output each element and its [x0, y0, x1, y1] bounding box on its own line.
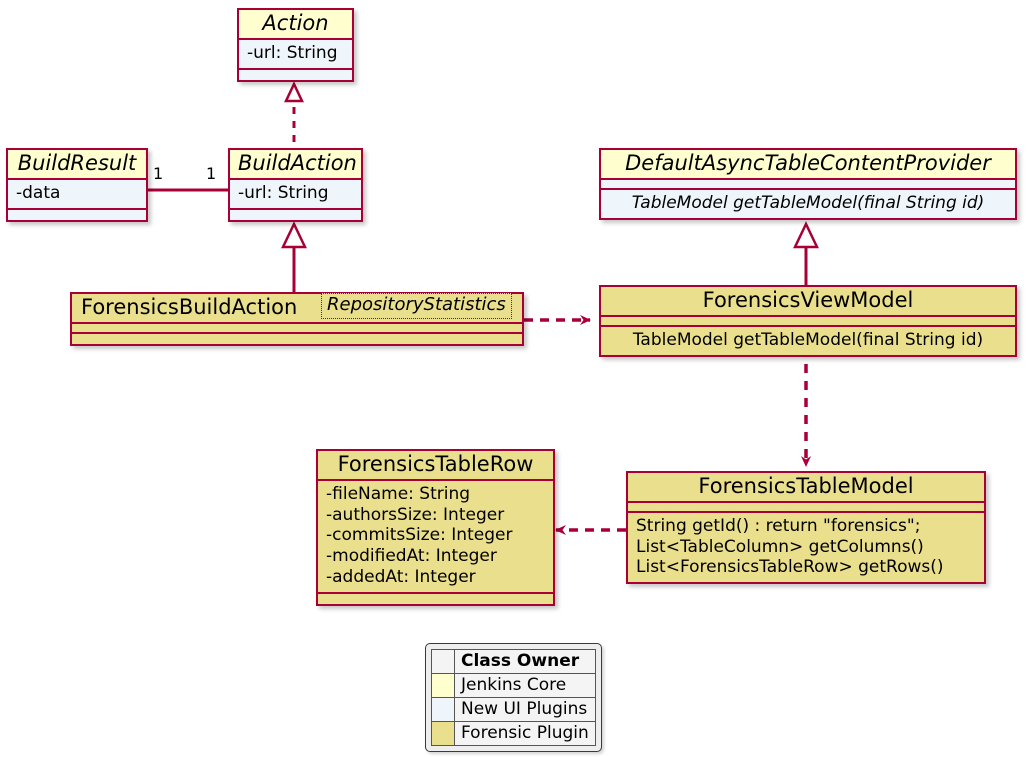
class-name-action: Action	[239, 10, 352, 40]
legend-label-jenkins-core: Jenkins Core	[454, 673, 596, 699]
legend-row-forensic-plugin: Forensic Plugin	[431, 721, 596, 747]
legend-swatch-jenkins-core	[431, 673, 455, 699]
legend-row-jenkins-core: Jenkins Core	[431, 673, 596, 699]
class-empty-compartment-fba-2	[72, 334, 522, 344]
class-box-forensicstablemodel[interactable]: ForensicsTableModel String getId() : ret…	[626, 471, 986, 585]
class-empty-compartment-provider	[601, 180, 1015, 190]
class-box-buildresult[interactable]: BuildResult -data	[6, 148, 148, 222]
class-empty-compartment-buildaction	[230, 209, 361, 220]
member-filename: -fileName: String	[326, 484, 471, 504]
class-name-forensicstablerow: ForensicsTableRow	[318, 451, 553, 481]
legend-label-new-ui-plugins: New UI Plugins	[454, 697, 596, 723]
stereotype-repositorystatistics: RepositoryStatistics	[321, 293, 512, 319]
class-members-buildaction: -url: String	[230, 180, 361, 210]
legend-box: Class Owner Jenkins Core New UI Plugins …	[425, 643, 602, 753]
method-getcolumns: List<TableColumn> getColumns()	[636, 536, 924, 557]
member-modifiedat: -modifiedAt: Integer	[326, 546, 497, 567]
member-authorssize: -authorsSize: Integer	[326, 504, 505, 525]
class-members-forensicstablerow: -fileName: String -authorsSize: Integer …	[318, 481, 553, 594]
legend-label-forensic-plugin: Forensic Plugin	[454, 721, 596, 747]
class-name-defaultasynctablecontentprovider: DefaultAsyncTableContentProvider	[601, 150, 1015, 180]
method-gettablemodel: TableModel getTableModel(final String id…	[631, 193, 985, 213]
class-name-buildresult: BuildResult	[8, 150, 146, 180]
class-box-action[interactable]: Action -url: String	[237, 8, 354, 82]
member-url: -url: String	[247, 43, 338, 63]
class-name-forensicstablemodel: ForensicsTableModel	[628, 473, 984, 503]
class-members-action: -url: String	[239, 40, 352, 70]
legend-title: Class Owner	[454, 648, 596, 675]
class-members-buildresult: -data	[8, 180, 146, 210]
legend-row-new-ui-plugins: New UI Plugins	[431, 697, 596, 723]
class-empty-compartment-action	[239, 69, 352, 80]
legend-swatch-new-ui-plugins	[431, 697, 455, 723]
connector-forensicsviewmodel-extends-provider	[793, 221, 819, 285]
class-members-forensicstablemodel: String getId() : return "forensics"; Lis…	[628, 513, 984, 583]
method-getrows: List<ForensicsTableRow> getRows()	[636, 557, 944, 578]
class-empty-compartment-ftm	[628, 503, 984, 513]
class-box-forensicstablerow[interactable]: ForensicsTableRow -fileName: String -aut…	[316, 449, 555, 606]
class-name-forensicsviewmodel: ForensicsViewModel	[601, 287, 1015, 317]
class-box-forensicsviewmodel[interactable]: ForensicsViewModel TableModel getTableMo…	[599, 285, 1017, 357]
class-members-provider: TableModel getTableModel(final String id…	[601, 190, 1015, 218]
class-empty-compartment-buildresult	[8, 209, 146, 220]
legend-header-row: Class Owner	[431, 648, 596, 675]
member-addedat: -addedAt: Integer	[326, 566, 476, 587]
method-getid: String getId() : return "forensics";	[636, 516, 921, 536]
connector-forensicsbuildaction-extends-buildaction	[281, 221, 307, 292]
member-url: -url: String	[238, 183, 329, 203]
class-box-buildaction[interactable]: BuildAction -url: String	[228, 148, 363, 222]
class-empty-compartment-fba-1	[72, 324, 522, 334]
class-name-buildaction: BuildAction	[230, 150, 361, 180]
legend-swatch-header	[431, 648, 455, 675]
legend-table: Class Owner Jenkins Core New UI Plugins …	[431, 648, 596, 747]
connector-buildaction-realizes-action	[284, 81, 304, 142]
multiplicity-right: 1	[206, 164, 217, 183]
legend-swatch-forensic-plugin	[431, 721, 455, 747]
member-commitssize: -commitsSize: Integer	[326, 525, 513, 546]
class-empty-compartment-ftr	[318, 593, 553, 604]
multiplicity-left: 1	[153, 164, 164, 183]
class-members-forensicsviewmodel: TableModel getTableModel(final String id…	[601, 327, 1015, 355]
class-box-defaultasynctablecontentprovider[interactable]: DefaultAsyncTableContentProvider TableMo…	[599, 148, 1017, 220]
method-gettablemodel: TableModel getTableModel(final String id…	[632, 330, 984, 350]
member-data: -data	[16, 183, 61, 203]
class-empty-compartment-fvm	[601, 317, 1015, 327]
